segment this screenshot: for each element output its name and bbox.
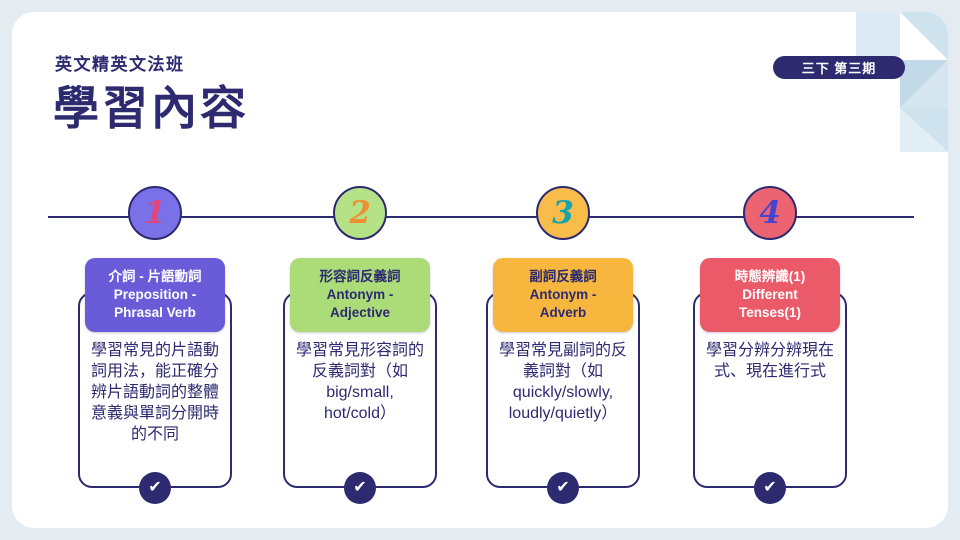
- topic-card-2-header: 形容詞反義詞 Antonym - Adjective: [290, 258, 430, 332]
- check-icon: ✔: [763, 479, 777, 496]
- timeline-step-1: 1: [128, 186, 182, 240]
- step-number-3: 3: [552, 194, 574, 231]
- step-number-4: 4: [759, 194, 781, 231]
- topic-card-4-header: 時態辨識(1) Different Tenses(1): [700, 258, 840, 332]
- corner-pattern-decoration: [856, 12, 948, 152]
- topic-title-line: Phrasal Verb: [114, 304, 196, 320]
- term-badge: 三下 第三期: [773, 56, 905, 79]
- topic-title-line: 副詞反義詞: [529, 269, 597, 285]
- checkmark-badge: ✔: [344, 472, 376, 504]
- slide-card: 英文精英文法班 學習內容 三下 第三期 1 2 3 4 介詞 - 片語動詞 Pr…: [12, 12, 948, 528]
- step-number-1: 1: [144, 194, 166, 231]
- check-icon: ✔: [148, 479, 162, 496]
- topic-title-line: Adjective: [329, 304, 391, 320]
- topic-card-3: 副詞反義詞 Antonym - Adverb 學習常見副詞的反義詞對（如quic…: [486, 258, 640, 504]
- timeline-step-2: 2: [333, 186, 387, 240]
- timeline-line: [48, 216, 914, 218]
- topic-title-line: Different: [742, 287, 798, 303]
- step-number-2: 2: [349, 194, 371, 231]
- topic-title-line: Antonym -: [529, 287, 597, 303]
- course-subtitle: 英文精英文法班: [55, 55, 185, 74]
- topic-title-line: Antonym -: [326, 287, 394, 303]
- topic-card-4: 時態辨識(1) Different Tenses(1) 學習分辨分辨現在式、現在…: [693, 258, 847, 504]
- topic-card-4-description: 學習分辨分辨現在式、現在進行式: [705, 342, 834, 381]
- topic-title-line: 形容詞反義詞: [319, 269, 401, 285]
- timeline-step-3: 3: [536, 186, 590, 240]
- topic-card-2-description: 學習常見形容詞的反義詞對（如big/small, hot/cold）: [295, 342, 424, 423]
- topic-title-line: 介詞 - 片語動詞: [108, 269, 202, 285]
- topic-card-3-description: 學習常見副詞的反義詞對（如quickly/slowly, loudly/quie…: [498, 342, 627, 423]
- timeline-step-4: 4: [743, 186, 797, 240]
- checkmark-badge: ✔: [547, 472, 579, 504]
- checkmark-badge: ✔: [754, 472, 786, 504]
- topic-title-line: Tenses(1): [738, 304, 802, 320]
- topic-title-line: 時態辨識(1): [734, 269, 806, 285]
- checkmark-badge: ✔: [139, 472, 171, 504]
- topic-card-1-header: 介詞 - 片語動詞 Preposition - Phrasal Verb: [85, 258, 225, 332]
- topic-card-1-description: 學習常見的片語動詞用法，能正確分辨片語動詞的整體意義與單詞分開時的不同: [90, 342, 219, 444]
- topic-title-line: Adverb: [539, 304, 587, 320]
- topic-card-2: 形容詞反義詞 Antonym - Adjective 學習常見形容詞的反義詞對（…: [283, 258, 437, 504]
- page-title: 學習內容: [53, 82, 249, 134]
- topic-card-1: 介詞 - 片語動詞 Preposition - Phrasal Verb 學習常…: [78, 258, 232, 504]
- topic-card-3-header: 副詞反義詞 Antonym - Adverb: [493, 258, 633, 332]
- topic-title-line: Preposition -: [113, 287, 197, 303]
- check-icon: ✔: [353, 479, 367, 496]
- check-icon: ✔: [556, 479, 570, 496]
